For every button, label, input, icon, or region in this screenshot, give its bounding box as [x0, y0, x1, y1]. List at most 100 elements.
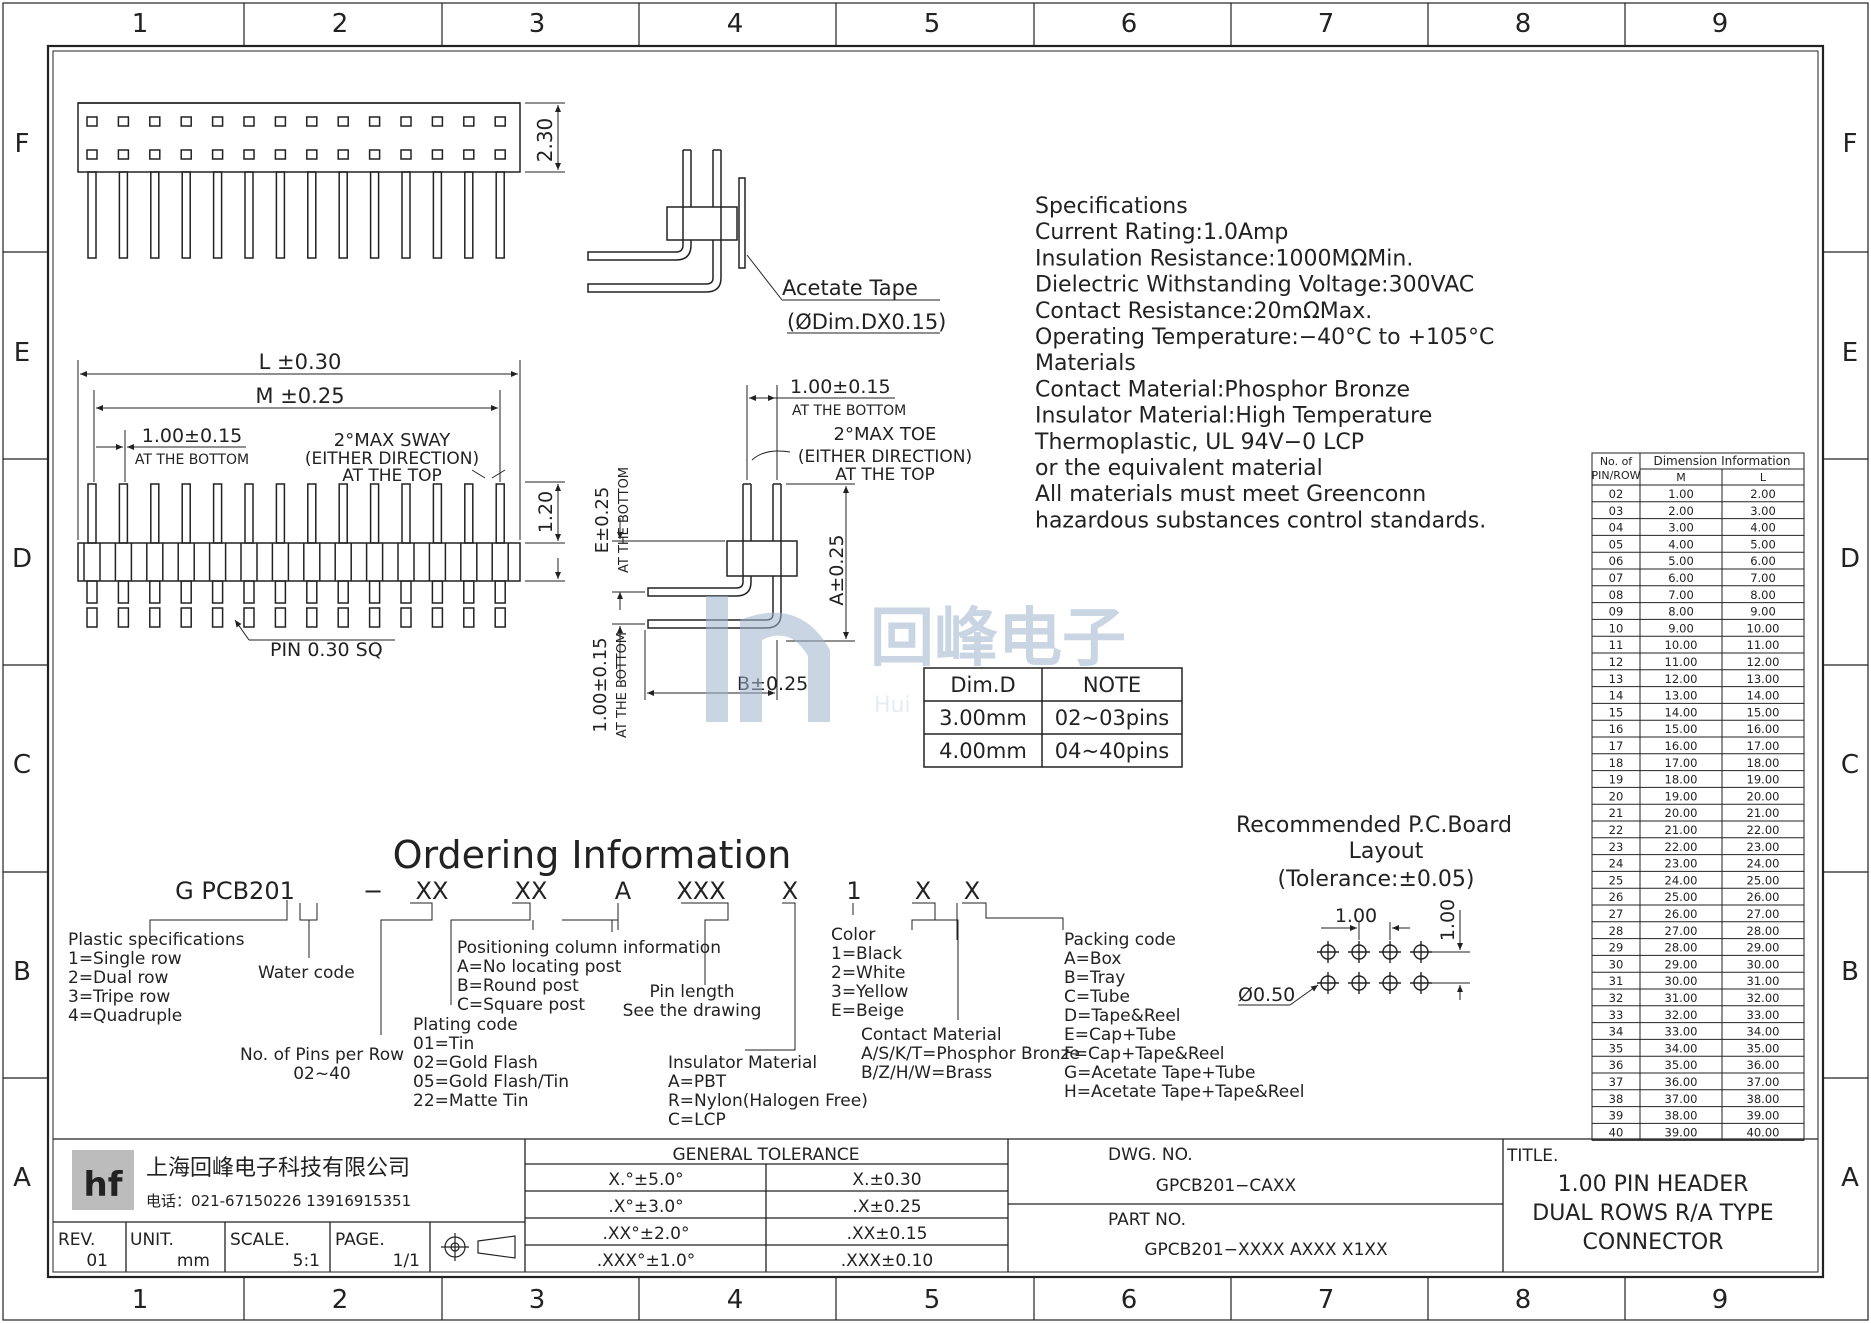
ordering-plastic: Plastic specifications	[68, 930, 245, 950]
dim-table-cell: 24.00	[1747, 857, 1780, 871]
top-pin-square	[211, 116, 224, 127]
dim-table-cell: 08	[1609, 588, 1624, 602]
dim-table-cell: 38.00	[1665, 1109, 1698, 1123]
leader-line	[912, 919, 959, 1020]
top-pin-lead	[275, 171, 286, 259]
zone-row-left: F	[15, 129, 30, 159]
watermark-text: 回峰电子	[870, 602, 1126, 676]
dim-E-sub: AT THE BOTTOM	[617, 467, 632, 573]
dim-table-cell: 35.00	[1665, 1058, 1698, 1072]
zone-col-bottom: 8	[1515, 1285, 1532, 1315]
tolerance-angle: .X°±3.0°	[608, 1197, 683, 1217]
dim-table-subheader: L	[1760, 471, 1767, 484]
ordering-packing: G=Acetate Tape+Tube	[1064, 1063, 1255, 1083]
ordering-insulator: A=PBT	[668, 1072, 727, 1092]
dim-table-cell: 23	[1609, 840, 1624, 854]
dim-table-cell: 27.00	[1665, 924, 1698, 938]
dim-table-cell: 10.00	[1665, 638, 1698, 652]
dim-table-cell: 06	[1609, 554, 1624, 568]
dim-table-cell: 35.00	[1747, 1041, 1780, 1055]
ordering-insulator: C=LCP	[668, 1110, 726, 1130]
front-pin-upper	[212, 483, 223, 544]
top-pin-lead	[432, 171, 443, 259]
dim-table-cell: 4.00	[1750, 521, 1776, 535]
front-pin-upper	[401, 483, 411, 544]
zone-col-bottom: 4	[727, 1285, 744, 1315]
ordering-pin-length: See the drawing	[623, 1001, 762, 1021]
dim-table-cell: 8.00	[1750, 588, 1776, 602]
zone-col-bottom: 1	[132, 1285, 149, 1315]
top-pin-lead	[464, 171, 474, 259]
dim-pitch-front-sub: AT THE BOTTOM	[135, 452, 249, 468]
zone-row-right: A	[1841, 1163, 1859, 1193]
title-label: TITLE.	[1506, 1146, 1558, 1166]
top-pin-lead	[87, 171, 97, 259]
spec-line: Materials	[1035, 351, 1136, 376]
dim-table-cell: 11	[1609, 638, 1624, 652]
ordering-packing: C=Tube	[1064, 987, 1130, 1007]
front-pin-upper	[495, 483, 505, 544]
dim-table-subheader: M	[1676, 471, 1686, 484]
dim-2-30-label: 2.30	[533, 118, 557, 163]
acetate-tape-label: Acetate Tape	[782, 276, 918, 300]
front-pin-lower	[86, 607, 98, 628]
dim-table-cell: 7.00	[1668, 588, 1694, 602]
ordering-packing: H=Acetate Tape+Tape&Reel	[1064, 1082, 1304, 1102]
dim-table-cell: 16.00	[1747, 722, 1780, 736]
front-pin-upper	[307, 483, 317, 544]
spec-line: Insulator Material:High Temperature	[1035, 404, 1432, 429]
dim-table-cell: 5.00	[1668, 554, 1694, 568]
scale-value: 5:1	[293, 1251, 320, 1271]
dim-M: M ±0.25	[255, 384, 344, 408]
toe-label-1: 2°MAX TOE	[834, 424, 937, 445]
ordering-color: 2=White	[831, 963, 906, 983]
top-pin-square	[149, 149, 161, 160]
top-pin-square	[306, 149, 318, 160]
zone-row-left: B	[13, 957, 31, 987]
dim-table-cell: 37	[1609, 1075, 1624, 1089]
ordering-contact: A/S/K/T=Phosphor Bronze	[861, 1044, 1080, 1064]
ordering-packing: D=Tape&Reel	[1064, 1006, 1181, 1026]
top-pin-lead	[401, 171, 411, 259]
zone-row-right: F	[1843, 129, 1858, 159]
dim-table-group-header: Dimension Information	[1653, 454, 1790, 468]
ordering-packing: F=Cap+Tape&Reel	[1064, 1044, 1225, 1064]
front-pin-lower	[243, 607, 255, 628]
scale-label: SCALE.	[230, 1230, 290, 1250]
sway-label-2: (EITHER DIRECTION)	[305, 449, 479, 469]
leader-line	[745, 902, 796, 1051]
dim-table-cell: 25.00	[1747, 873, 1780, 887]
front-pin-lower	[306, 580, 318, 604]
top-pin-square	[400, 116, 412, 127]
ordering-positioning: A=No locating post	[457, 957, 622, 977]
zone-col-bottom: 2	[332, 1285, 349, 1315]
dim-table-cell: 20.00	[1747, 789, 1780, 803]
dim-table-cell: 17.00	[1665, 756, 1698, 770]
tolerance-angle: .XXX°±1.0°	[597, 1251, 696, 1271]
side-dimensions	[612, 385, 895, 700]
front-pin-lower	[149, 607, 161, 628]
zone-col-bottom: 3	[529, 1285, 546, 1315]
pcb-layout: Recommended P.C.Board Layout (Tolerance:…	[1236, 813, 1512, 1006]
ordering-insulator: R=Nylon(Halogen Free)	[668, 1091, 868, 1111]
front-pin-lower	[400, 607, 412, 628]
dim-table-cell: 10	[1609, 621, 1624, 635]
zone-col-top: 1	[132, 9, 149, 39]
top-pin-square	[149, 116, 161, 127]
dim-table-cell: 37.00	[1665, 1092, 1698, 1106]
ordering-positioning: C=Square post	[457, 995, 585, 1015]
dim-table-cell: 6.00	[1750, 554, 1776, 568]
dim-A: A±0.25	[826, 534, 848, 605]
dim-d-cell: 04~40pins	[1055, 739, 1169, 763]
ordering-packing: E=Cap+Tube	[1064, 1025, 1176, 1045]
spec-line: Contact Resistance:20mΩMax.	[1035, 299, 1372, 324]
leader-line	[450, 902, 531, 1005]
dim-table-cell: 36	[1609, 1058, 1624, 1072]
front-pin-upper	[118, 483, 129, 544]
acetate-tape-dim: (ØDim.DX0.15)	[787, 310, 946, 334]
zone-col-bottom: 5	[924, 1285, 941, 1315]
ordering-code-part: X	[915, 877, 931, 905]
spec-line: Current Rating:1.0Amp	[1035, 220, 1288, 245]
top-pin-square	[243, 116, 255, 127]
